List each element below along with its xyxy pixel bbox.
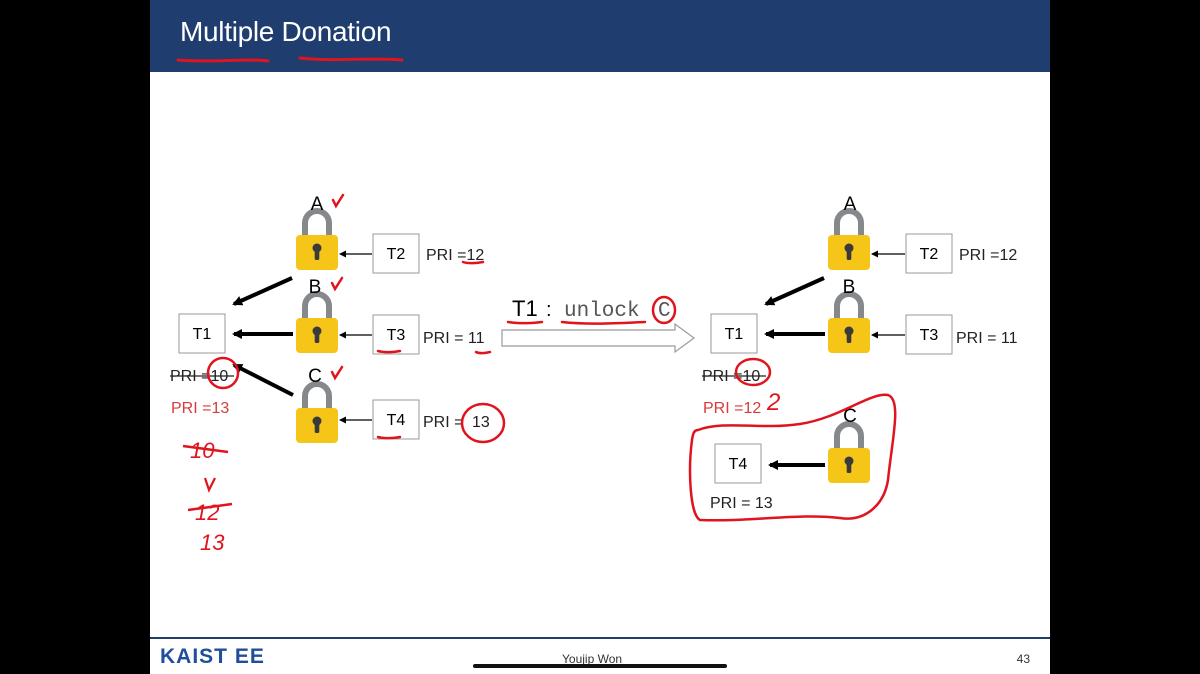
right-t1-new-priority: PRI =12 — [703, 400, 761, 417]
right-red-annotations — [688, 357, 897, 522]
right-lock-c-icon — [828, 424, 870, 483]
left-t4-priority-prefix: PRI = — [423, 414, 463, 431]
handwritten-new-priority: 13 — [200, 530, 225, 555]
right-t4-label: T4 — [729, 456, 748, 473]
right-lock-b-icon — [828, 294, 870, 353]
left-handwritten-notes: 10 12 13 — [182, 438, 233, 555]
diagram: T1 A B C T2 T3 — [170, 56, 1018, 555]
right-t3-label: T3 — [920, 327, 939, 344]
right-diagram: T1 A B C T2 T3 T4 — [688, 194, 1018, 522]
slide: Multiple Donation — [150, 0, 1050, 674]
transition: T1 : unlock C — [501, 295, 696, 354]
footer-line — [150, 637, 1050, 639]
right-t4-priority: PRI = 13 — [710, 495, 773, 512]
scroll-indicator[interactable] — [473, 664, 727, 668]
title-underline-annotations — [176, 56, 404, 63]
left-lock-c-label: C — [308, 366, 322, 387]
left-lock-a-owner-arrow — [232, 276, 293, 306]
left-diagram: T1 A B C T2 T3 — [170, 193, 506, 555]
left-lock-a-label: A — [311, 194, 324, 215]
right-t3-box: T3 — [905, 314, 953, 355]
right-handwritten-digit: 2 — [766, 389, 780, 416]
right-lock-c-label: C — [843, 406, 857, 427]
left-red-annotations — [206, 260, 506, 444]
right-t2-label: T2 — [920, 246, 939, 263]
left-lock-a-icon — [296, 211, 338, 270]
transition-separator: : — [546, 299, 552, 321]
slide-header: Multiple Donation — [150, 0, 1050, 72]
left-lock-c-owner-arrow — [232, 363, 294, 397]
transition-thread: T1 — [512, 296, 538, 321]
slide-title: Multiple Donation — [180, 16, 392, 47]
left-t4-priority-value: 13 — [472, 414, 490, 431]
left-lock-b-label: B — [309, 277, 322, 298]
right-t2-priority: PRI =12 — [959, 247, 1017, 264]
left-t4-label: T4 — [387, 412, 406, 429]
left-t1-new-priority: PRI =13 — [171, 400, 229, 417]
left-t3-label: T3 — [387, 327, 406, 344]
handwritten-down-arrow-1 — [203, 477, 216, 493]
handwritten-strike-1 — [182, 444, 229, 454]
handwritten-strike-2 — [187, 502, 233, 512]
left-t2-label: T2 — [387, 246, 406, 263]
right-lock-a-label: A — [844, 194, 857, 215]
left-check-annotations — [330, 193, 345, 381]
left-t1-box: T1 — [178, 313, 226, 354]
right-t1-box: T1 — [710, 313, 758, 354]
left-t3-priority: PRI = 11 — [423, 330, 485, 347]
kaist-ee-logo: KAIST EE — [160, 645, 265, 668]
right-t2-box: T2 — [905, 233, 953, 274]
slide-author: Youjip Won — [562, 652, 623, 666]
transition-arrow — [501, 322, 696, 354]
right-lock-b-label: B — [843, 277, 856, 298]
transition-op: unlock — [564, 300, 640, 323]
left-t4-box: T4 — [372, 399, 420, 440]
left-t1-label: T1 — [193, 326, 212, 343]
left-t2-box: T2 — [372, 233, 420, 274]
page-number: 43 — [1016, 652, 1030, 666]
right-lock-a-owner-arrow — [764, 276, 825, 306]
left-t3-box: T3 — [372, 314, 420, 355]
transition-annotations — [506, 295, 677, 325]
right-t3-priority: PRI = 11 — [956, 330, 1018, 347]
right-t4-box: T4 — [714, 443, 762, 484]
left-lock-c-icon — [296, 384, 338, 443]
left-t2-priority: PRI =12 — [426, 247, 484, 264]
left-lock-b-icon — [296, 294, 338, 353]
transition-arg: C — [658, 300, 671, 323]
right-lock-a-icon — [828, 211, 870, 270]
right-t1-label: T1 — [725, 326, 744, 343]
handwritten-mid-priority: 12 — [195, 500, 219, 525]
